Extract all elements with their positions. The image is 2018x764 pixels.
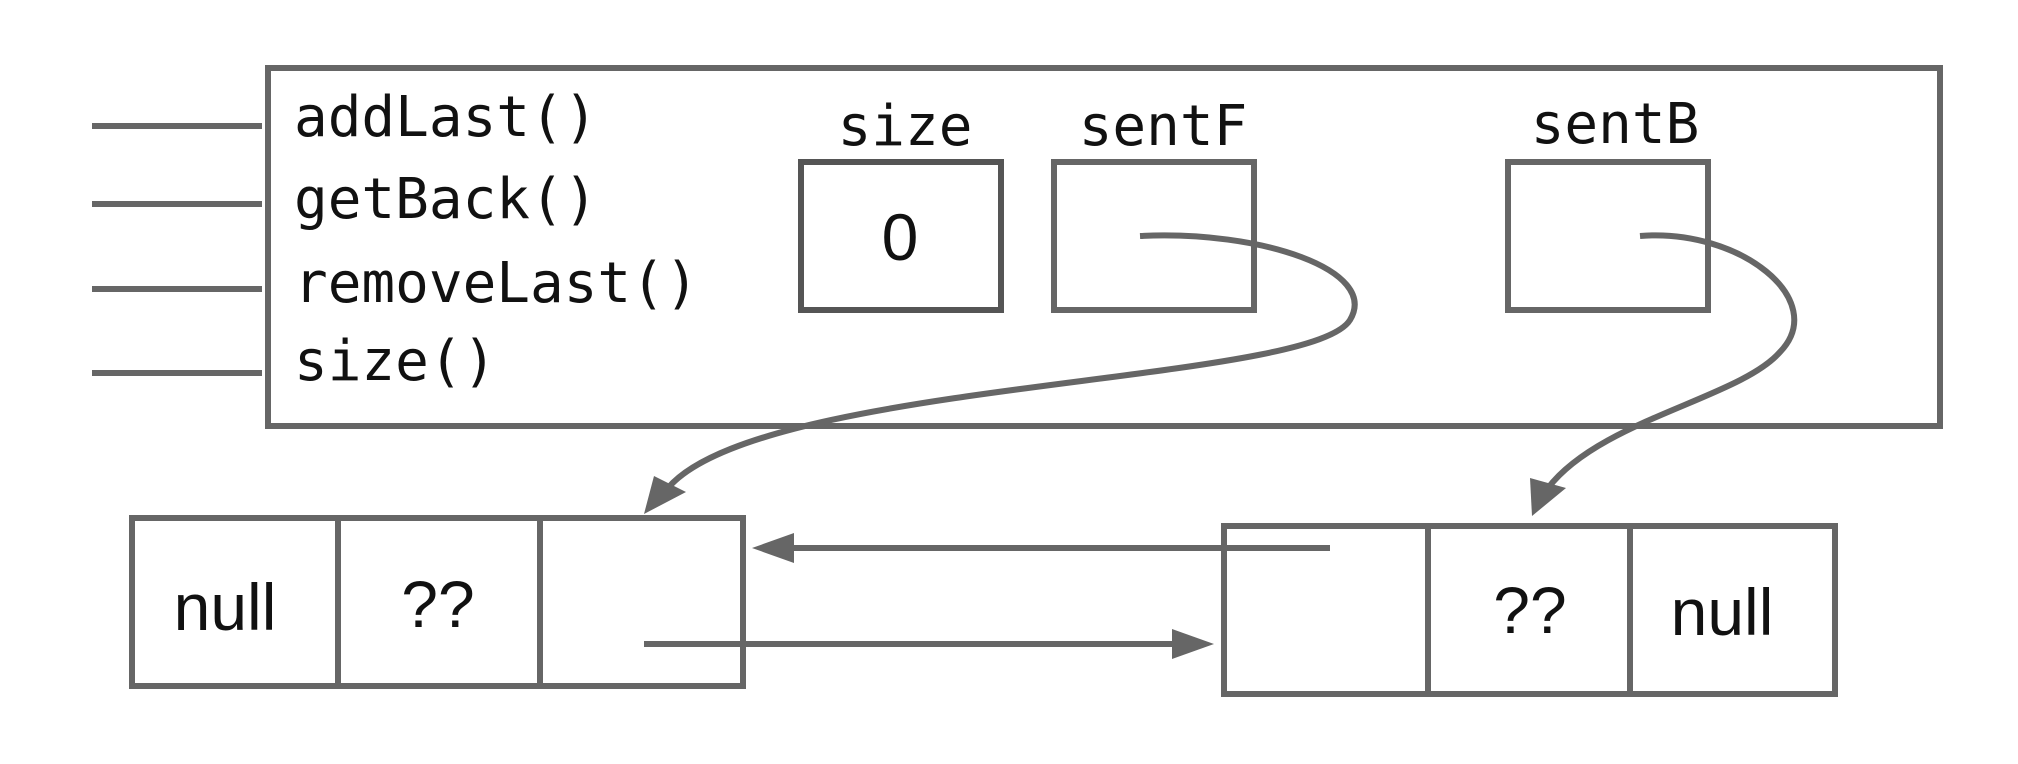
sentb-pointer-arrow: [1545, 232, 1798, 490]
sentb-pointer-arrowhead: [1530, 478, 1566, 516]
field-label-sentf: sentF: [1079, 94, 1248, 159]
front-node-outline: [129, 515, 746, 689]
back-node-outline: [1221, 523, 1838, 697]
field-box-sentf: [1051, 159, 1257, 313]
field-box-sentb: [1505, 159, 1711, 313]
method-label-addlast: addLast(): [294, 85, 597, 150]
method-label-size: size(): [294, 329, 496, 394]
front-node-item-value: ??: [401, 567, 474, 641]
field-label-sentb: sentB: [1531, 92, 1700, 157]
front-node-prev-value: null: [174, 570, 277, 644]
field-value-size: 0: [882, 200, 919, 274]
sentf-pointer-arrow: [665, 232, 1358, 490]
back-sentinel-node: ?? null: [1221, 523, 1838, 697]
sentf-pointer-arrowhead: [644, 476, 686, 514]
front-to-back-arrowhead: [1172, 629, 1214, 659]
method-label-getback: getBack(): [294, 167, 597, 232]
deque-object-box: [265, 65, 1943, 429]
back-node-next-value: null: [1671, 575, 1774, 649]
field-label-size: size: [838, 94, 973, 159]
front-sentinel-node: null ??: [129, 515, 746, 689]
back-node-item-value: ??: [1493, 573, 1566, 647]
field-box-size: [798, 159, 1004, 313]
method-label-removelast: removeLast(): [294, 251, 699, 316]
back-to-front-arrowhead: [752, 533, 794, 563]
